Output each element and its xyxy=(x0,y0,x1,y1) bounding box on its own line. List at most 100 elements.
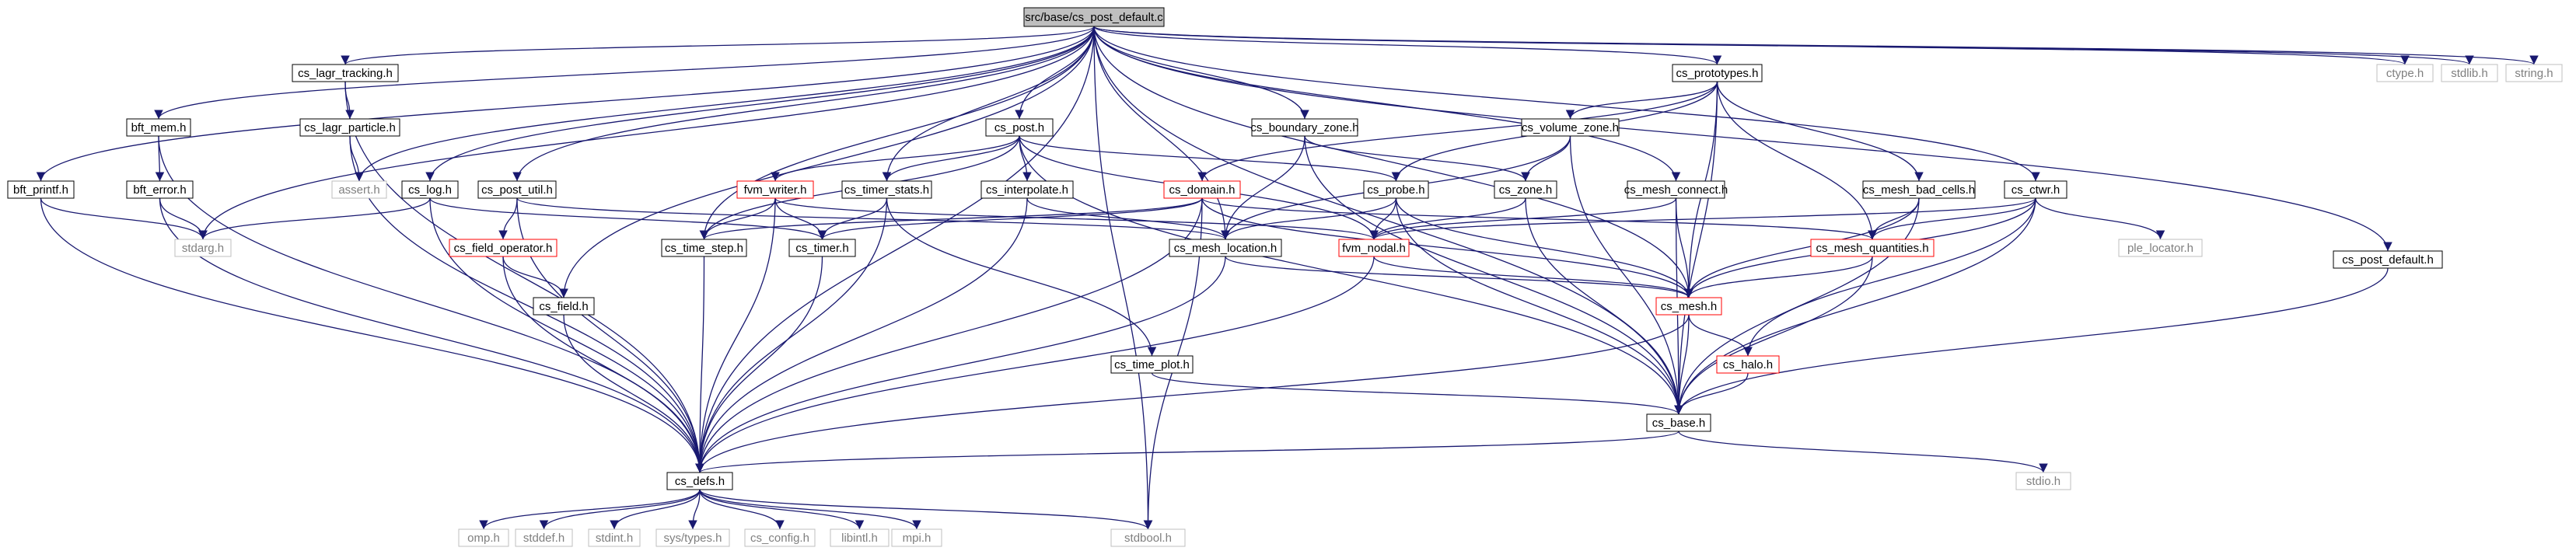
node-cs-timer-stats-h[interactable]: cs_timer_stats.h xyxy=(841,180,932,199)
node-box xyxy=(533,297,595,316)
node-box xyxy=(126,180,194,199)
node-bft-error-h[interactable]: bft_error.h xyxy=(126,180,194,199)
node-label: cs_log.h xyxy=(408,183,452,197)
node-cs-mesh-connect-h[interactable]: cs_mesh_connect.h xyxy=(1624,180,1728,199)
edge-cs-probe-to-cs-mesh xyxy=(1395,197,1693,298)
node-label: cs_time_step.h xyxy=(665,242,743,255)
edge-fvm-writer-to-cs-timer xyxy=(774,197,827,240)
node-libintl-h: libintl.h xyxy=(830,528,890,547)
node-label: ctype.h xyxy=(2386,67,2424,80)
node-cs-defs-h[interactable]: cs_defs.h xyxy=(666,472,733,490)
edge-root-to-cs-mesh xyxy=(1093,26,1693,298)
node-label: bft_mem.h xyxy=(131,121,187,134)
node-label: cs_defs.h xyxy=(675,475,725,488)
node-cs-mesh-location-h[interactable]: cs_mesh_location.h xyxy=(1169,239,1282,257)
node-fvm-nodal-h[interactable]: fvm_nodal.h xyxy=(1338,239,1410,257)
edge-cs-post-to-cs-timer-stats xyxy=(882,135,1020,182)
node-label: cs_boundary_zone.h xyxy=(1250,121,1358,134)
edge-cs-prototypes-to-cs-domain xyxy=(1197,81,1718,182)
edge-cs-timer-stats-to-cs-defs xyxy=(695,197,888,473)
edge-cs-lagr-tracking-to-cs-defs xyxy=(344,81,704,473)
node-label: cs_post_default.h xyxy=(2342,253,2434,267)
node-cs-time-plot-h[interactable]: cs_time_plot.h xyxy=(1110,355,1194,374)
node-cs-domain-h[interactable]: cs_domain.h xyxy=(1163,180,1241,199)
node-bft-mem-h[interactable]: bft_mem.h xyxy=(126,118,191,137)
node-label: bft_printf.h xyxy=(13,183,68,197)
node-cs-boundary-zone-h[interactable]: cs_boundary_zone.h xyxy=(1250,118,1359,137)
edge-cs-prototypes-to-cs-volume-zone xyxy=(1565,81,1718,120)
edge-root-to-stdarg xyxy=(198,26,1095,240)
node-box xyxy=(661,239,747,257)
node-cs-mesh-bad-cells-h[interactable]: cs_mesh_bad_cells.h xyxy=(1862,180,1976,199)
edge-cs-ctwr-to-cs-halo xyxy=(1743,197,2036,357)
node-cs-base-h[interactable]: cs_base.h xyxy=(1646,413,1711,432)
node-cs-post-util-h[interactable]: cs_post_util.h xyxy=(477,180,557,199)
node-cs-halo-h[interactable]: cs_halo.h xyxy=(1716,355,1780,374)
node-cs-config-h: cs_config.h xyxy=(744,528,816,547)
edge-cs-mesh-connect-to-fvm-nodal xyxy=(1369,197,1677,240)
edge-cs-domain-to-cs-defs xyxy=(695,197,1203,473)
node-cs-zone-h[interactable]: cs_zone.h xyxy=(1494,180,1557,199)
edge-cs-post-to-cs-probe xyxy=(1019,135,1401,182)
node-box xyxy=(1646,413,1711,432)
node-cs-probe-h[interactable]: cs_probe.h xyxy=(1363,180,1429,199)
node-label: stdarg.h xyxy=(182,242,224,255)
edge-cs-post-default-h-to-cs-base xyxy=(1674,267,2389,415)
node-label: stdint.h xyxy=(596,532,633,545)
node-box xyxy=(515,528,573,547)
edge-root-to-cs-timer-stats xyxy=(882,26,1095,182)
node-cs-interpolate-h[interactable]: cs_interpolate.h xyxy=(980,180,1074,199)
node-box xyxy=(1363,180,1429,199)
node-cs-post-h[interactable]: cs_post.h xyxy=(985,118,1054,137)
node-box xyxy=(299,118,400,137)
edge-root-to-cs-post-default-h xyxy=(1093,26,2392,252)
node-cs-ctwr-h[interactable]: cs_ctwr.h xyxy=(2004,180,2067,199)
edge-cs-ctwr-to-fvm-nodal xyxy=(1369,197,2036,240)
node-label: cs_field.h xyxy=(539,300,588,313)
edge-root-to-cs-ctwr xyxy=(1093,26,2040,182)
edge-cs-mesh-quantities-to-cs-base xyxy=(1674,256,1873,415)
node-box xyxy=(1672,64,1763,82)
node-box xyxy=(655,528,730,547)
edge-root-to-bft-printf xyxy=(36,26,1095,182)
node-label: cs_ctwr.h xyxy=(2012,183,2060,197)
node-label: stddef.h xyxy=(523,532,564,545)
node-cs-timer-h[interactable]: cs_timer.h xyxy=(788,239,856,257)
node-cs-volume-zone-h[interactable]: cs_volume_zone.h xyxy=(1521,118,1620,137)
edge-root-to-cs-time-step xyxy=(699,26,1095,240)
node-label: cs_post_util.h xyxy=(481,183,553,197)
node-cs-mesh-quantities-h[interactable]: cs_mesh_quantities.h xyxy=(1810,239,1935,257)
edge-root-to-stdbool xyxy=(1093,26,1153,530)
node-cs-lagr-tracking-h[interactable]: cs_lagr_tracking.h xyxy=(292,64,399,82)
node-cs-time-step-h[interactable]: cs_time_step.h xyxy=(661,239,747,257)
node-box xyxy=(1110,355,1194,374)
edge-cs-mesh-location-to-cs-mesh xyxy=(1225,256,1693,298)
node-fvm-writer-h[interactable]: fvm_writer.h xyxy=(736,180,814,199)
node-cs-log-h[interactable]: cs_log.h xyxy=(401,180,459,199)
node-box xyxy=(788,239,856,257)
node-cs-field-h[interactable]: cs_field.h xyxy=(533,297,595,316)
node-box xyxy=(1655,297,1722,316)
node-cs-field-operator-h[interactable]: cs_field_operator.h xyxy=(449,239,557,257)
node-box xyxy=(7,180,75,199)
node-label: fvm_nodal.h xyxy=(1342,242,1406,255)
node-box xyxy=(174,239,232,257)
node-label: cs_interpolate.h xyxy=(986,183,1068,197)
node-box xyxy=(401,180,459,199)
edge-bft-printf-to-cs-defs xyxy=(40,197,704,473)
node-label: ple_locator.h xyxy=(2127,242,2193,255)
node-box xyxy=(1163,180,1241,199)
edge-bft-printf-to-stdarg xyxy=(40,197,208,240)
node-cs-prototypes-h[interactable]: cs_prototypes.h xyxy=(1672,64,1763,82)
node-label: assert.h xyxy=(338,183,379,197)
node-box xyxy=(2441,64,2498,82)
node-src-base-cs-post-default-c[interactable]: src/base/cs_post_default.c xyxy=(1023,7,1165,27)
edge-fvm-writer-to-fvm-nodal xyxy=(774,197,1379,240)
node-bft-printf-h[interactable]: bft_printf.h xyxy=(7,180,75,199)
node-cs-mesh-h[interactable]: cs_mesh.h xyxy=(1655,297,1722,316)
node-mpi-h: mpi.h xyxy=(891,528,942,547)
node-label: cs_prototypes.h xyxy=(1676,67,1759,80)
node-box xyxy=(1521,118,1620,137)
node-cs-lagr-particle-h[interactable]: cs_lagr_particle.h xyxy=(299,118,400,137)
node-cs-post-default-h[interactable]: cs_post_default.h xyxy=(2333,250,2443,269)
